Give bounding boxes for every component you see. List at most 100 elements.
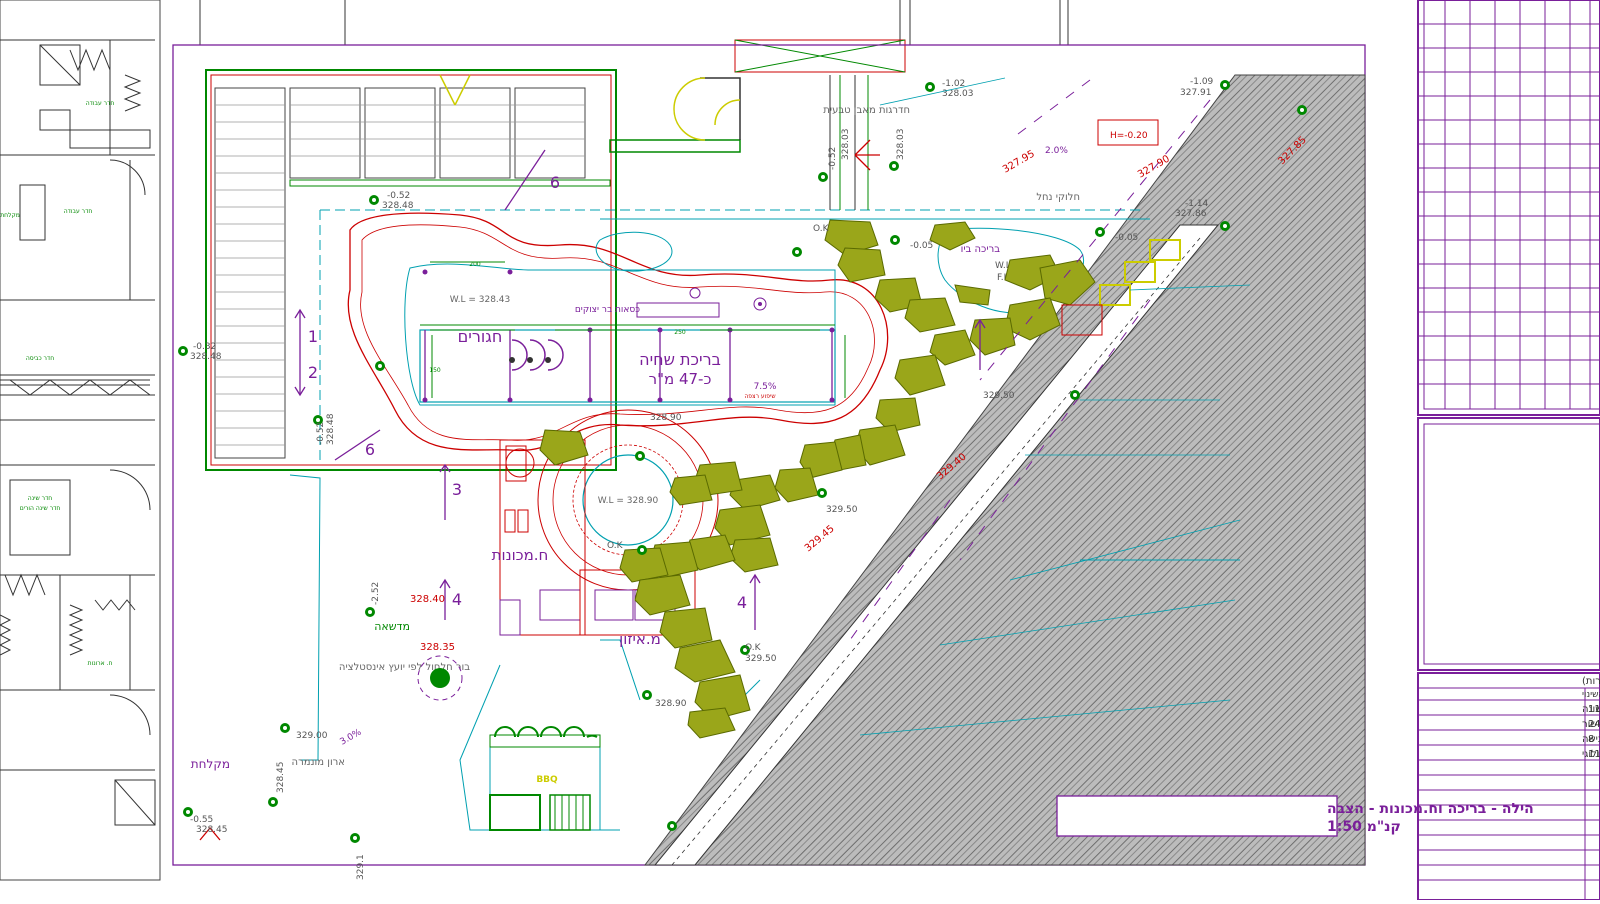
- left-building: [0, 0, 161, 881]
- pool-water-level: W.L = 328.43: [450, 295, 511, 305]
- note-stone-steps: חדרגות מאבן טבעית: [823, 105, 910, 116]
- revision-row-4-num: 11: [1588, 749, 1600, 760]
- arrow-numbers: 1 2 3 4 4 6 6: [308, 173, 747, 612]
- revision-row-2-desc: לאישור: [1582, 719, 1600, 730]
- room-label-bedroom: חדר שינה: [28, 495, 52, 502]
- level-l14: -0.55: [190, 815, 213, 825]
- callout-c6: 328.35: [420, 642, 455, 653]
- dim-250: 250: [674, 329, 686, 336]
- level-l20: 329.1: [356, 854, 366, 880]
- revision-row-3-desc: תיקונים לאחר פגישה: [1582, 734, 1600, 745]
- revision-row-1-num: 11: [1588, 704, 1600, 715]
- pool-slope-label: שיפוע רצפה: [744, 393, 775, 400]
- notes: חלוקי נחל חדרגות מאבן טבעית כסאות בר יצו…: [191, 105, 1080, 771]
- room-label-wardrobe: חדר עבודה: [86, 100, 115, 107]
- ok-label-1: O.K: [813, 224, 830, 234]
- slope-2pct: 2.0%: [1045, 146, 1068, 156]
- rocks: [539, 219, 1096, 739]
- level-l1: -1.02: [942, 79, 965, 89]
- level-l8: 329.50: [983, 391, 1015, 401]
- dim-200: 200: [469, 261, 481, 268]
- slope-3pct: 3.0%: [339, 727, 364, 747]
- callout-c1: 327.95: [1001, 149, 1037, 176]
- pergola: [205, 69, 617, 471]
- level-l18b: 328.03: [896, 129, 906, 161]
- level-l4b: 328.48: [190, 352, 222, 362]
- revision-row-3-num: 8: [1588, 734, 1594, 745]
- swimming-pool: [347, 212, 889, 452]
- drawing-title: הילה - בריכה וח.מכונות - הצבה: [1327, 801, 1534, 817]
- callout-c4: 329.45: [803, 523, 837, 554]
- arrow-label-3: 3: [452, 480, 462, 499]
- machine-room: ח.מכונות מ.איזון: [492, 439, 696, 648]
- pool-steps-label: חגורים: [458, 327, 503, 346]
- pool-name: בריכת שחיה: [639, 350, 721, 369]
- revision-row-4-desc: הוספת מכל איזון ומסנן ביולוגי: [1582, 749, 1600, 760]
- drawing-title-block: הילה - בריכה וח.מכונות - הצבה קנ"מ 1:50: [1056, 795, 1534, 837]
- top-structures: [199, 0, 1069, 73]
- revision-row-1-desc: מהדורה ראשונה: [1582, 704, 1600, 715]
- room-label-laundry: חדר כביסה: [26, 355, 54, 362]
- note-closet: ארון מונמרה: [292, 757, 345, 768]
- level-l3b: 328.48: [382, 201, 414, 211]
- level-markers: -1.02 328.03 -1.09 327.91 -0.52 328.48 -…: [178, 77, 1307, 880]
- note-pebbles: חלוקי נחל: [1036, 192, 1080, 203]
- note-shower: מקלחת: [191, 757, 230, 771]
- level-l12: 329.00: [296, 731, 328, 741]
- room-label-service: חדר עבודה: [64, 208, 93, 215]
- percolation-pit-icon: [417, 655, 463, 701]
- dim-150: 150: [429, 367, 441, 374]
- drawing-scale: קנ"מ 1:50: [1327, 819, 1401, 835]
- level-l18: 328.03: [841, 129, 851, 161]
- h-box: [1097, 119, 1159, 146]
- ok-label-2: O.K: [745, 643, 762, 653]
- level-l5: -1.14: [1185, 199, 1209, 209]
- arrow-label-2: 2: [308, 363, 318, 382]
- level-l7: -0.05: [1115, 233, 1138, 243]
- arrow-label-6: 6: [365, 440, 375, 459]
- level-l10: 329.50: [745, 654, 777, 664]
- level-l16: -0.52: [316, 422, 326, 445]
- arrow-label-1: 1: [308, 327, 318, 346]
- level-l5b: 327.86: [1175, 209, 1207, 219]
- level-l14b: 328.45: [196, 825, 228, 835]
- level-l17: 328.48: [326, 413, 336, 445]
- sheet-grid: [1417, 0, 1600, 901]
- level-l2b: 327.91: [1180, 88, 1212, 98]
- revision-col-desc: מהות העדכון/השינוי: [1582, 690, 1600, 700]
- level-l3: -0.52: [387, 191, 410, 201]
- pool-slope: 7.5%: [754, 382, 777, 392]
- level-l2: -1.09: [1190, 77, 1214, 87]
- arrow-label-4: 4: [452, 590, 462, 609]
- level-l4: -0.32: [193, 342, 216, 352]
- bbq-area: BBQ: [489, 726, 601, 831]
- deck-label: מדשאה: [374, 620, 410, 633]
- level-l6: -0.05: [910, 241, 933, 251]
- bar-stools-box: [636, 302, 720, 318]
- revision-header: שינויים (מהדורות): [1582, 676, 1600, 687]
- arrows: [199, 139, 986, 841]
- level-l19: -0.52: [828, 147, 838, 170]
- level-l1b: 328.03: [942, 89, 974, 99]
- jacuzzi-water-level: W.L = 328.90: [598, 496, 659, 506]
- room-label-closet: ח. ארונות: [88, 660, 113, 667]
- note-percolation: בור חלחול לפי יועץ אינסטלציה: [339, 662, 470, 673]
- h-value: H=-0.20: [1110, 131, 1148, 141]
- pool-labels: בריכת שחיה כ-47 מ"ר W.L = 328.43 חגורים …: [429, 261, 777, 400]
- revision-row-2-num: 24: [1588, 719, 1600, 730]
- arrow-label-5: 4: [737, 593, 747, 612]
- filter-boxes: [1061, 239, 1181, 336]
- cyan-leader-lines: [859, 77, 1251, 736]
- bbq-label: BBQ: [536, 775, 558, 785]
- arrow-label-7: 6: [550, 173, 560, 192]
- percolation-core-icon: [430, 668, 450, 688]
- closet-hangers: [0, 48, 142, 656]
- filter-room-label: מ.איזון: [619, 630, 661, 648]
- revision-table: שינויים (מהדורות) מהות העדכון/השינוי מהד…: [1582, 676, 1600, 760]
- level-l13: 328.45: [276, 762, 286, 794]
- room-label-shower: מקלחת: [0, 212, 20, 219]
- machine-room-label: ח.מכונות: [492, 546, 549, 564]
- level-marker-icon: [178, 80, 1307, 843]
